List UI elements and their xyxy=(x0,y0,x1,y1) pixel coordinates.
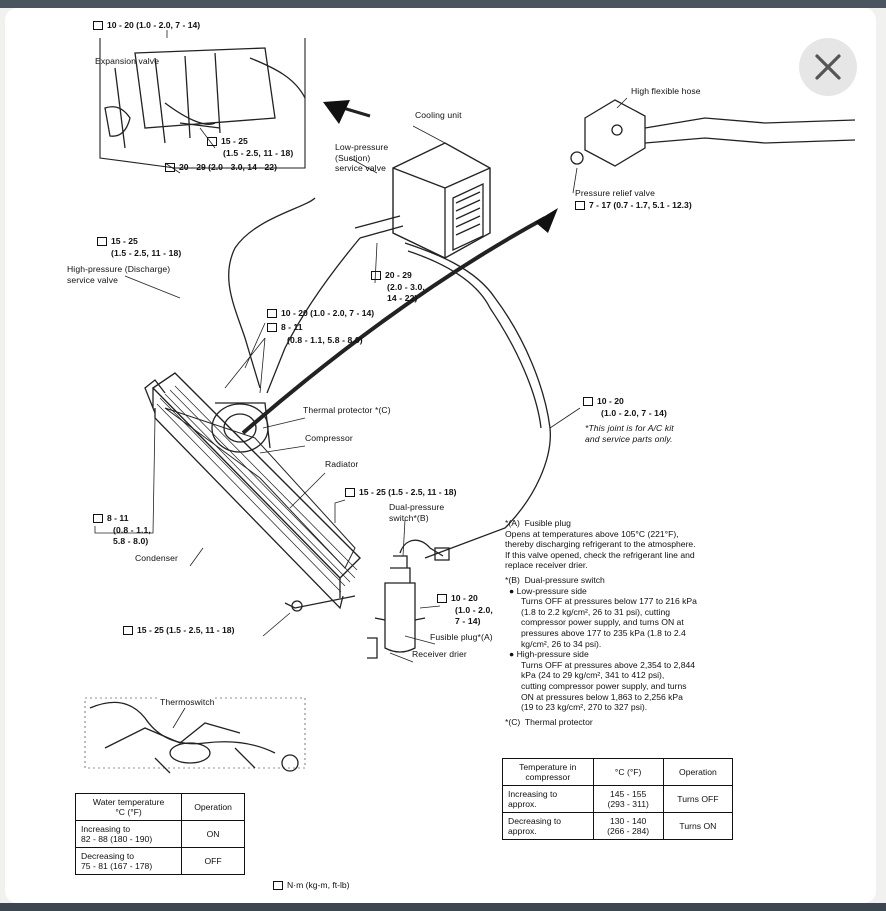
torque-label-20-29: 20 - 29 (2.0 - 3.0, 14 - 22) xyxy=(165,162,277,173)
condenser-label: Condenser xyxy=(135,553,178,563)
receiver-drier-label: Receiver drier xyxy=(412,649,467,659)
notes-block: *(A) Fusible plug Opens at temperatures … xyxy=(505,518,697,727)
high-pressure-valve-label: High-pressure (Discharge) service valve xyxy=(67,264,171,285)
kit-note: *This joint is for A/C kit and service p… xyxy=(585,423,674,444)
note-a-body: Opens at temperatures above 105°C (221°F… xyxy=(505,528,696,571)
diagram-page: 10 - 20 (1.0 - 2.0, 7 - 14) Expansion va… xyxy=(5,8,876,903)
dual-pressure-switch-label: Dual-pressure switch*(B) xyxy=(389,502,445,523)
table-row: Decreasing to approx. 130 - 140 (266 - 2… xyxy=(502,812,734,840)
torque-label-10-20-c: 10 - 20 xyxy=(437,593,478,604)
torque-label-8-11-b: 8 - 11 xyxy=(93,513,129,524)
torque-label-10-20-a: 10 - 20 (1.0 - 2.0, 7 - 14) xyxy=(267,308,374,319)
table-row: Increasing to approx. 145 - 155 (293 - 3… xyxy=(502,785,734,813)
thermoswitch-table: Water temperature °C (°F) Operation Incr… xyxy=(74,793,245,875)
table-cell: Decreasing to 75 - 81 (167 - 178) xyxy=(74,847,183,875)
note-b-title: *(B) Dual-pressure switch xyxy=(505,574,605,585)
note-c-title: *(C) Thermal protector xyxy=(505,716,593,727)
close-button[interactable] xyxy=(799,38,857,96)
water-table-header: Operation xyxy=(181,793,245,821)
torque-label-10-20-b: 10 - 20 xyxy=(583,396,624,407)
cooling-unit-label: Cooling unit xyxy=(415,110,462,120)
fusible-plug-label: Fusible plug*(A) xyxy=(430,632,493,642)
note-b-high-title: High-pressure side xyxy=(516,649,589,660)
water-table-header: Water temperature °C (°F) xyxy=(74,793,183,821)
table-row: Increasing to 82 - 88 (180 - 190) ON xyxy=(74,820,245,848)
expansion-valve-label: Expansion valve xyxy=(95,56,160,66)
table-cell: 130 - 140 (266 - 284) xyxy=(592,812,664,840)
torque-label-10-20-c-detail: (1.0 - 2.0, 7 - 14) xyxy=(455,605,493,626)
note-a-title: *(A) Fusible plug xyxy=(505,518,571,528)
torque-label-expansion: 10 - 20 (1.0 - 2.0, 7 - 14) xyxy=(93,20,200,31)
torque-label-relief: 7 - 17 (0.7 - 1.7, 5.1 - 12.3) xyxy=(575,200,692,211)
torque-label-20-29-b-detail: (2.0 - 3.0, 14 - 22) xyxy=(387,282,425,303)
table-cell: Turns OFF xyxy=(662,785,734,813)
thermal-table-header: °C (°F) xyxy=(592,758,664,786)
torque-label-lowp: 15 - 25 xyxy=(207,136,248,147)
close-icon xyxy=(815,54,841,80)
table-cell: Increasing to approx. xyxy=(502,785,594,813)
table-row: Decreasing to 75 - 81 (167 - 178) OFF xyxy=(74,847,245,875)
torque-label-8-11-a: 8 - 11 xyxy=(267,322,303,333)
note-b-high: ● High-pressure side xyxy=(509,649,589,660)
torque-label-15-25-d: 15 - 25 (1.5 - 2.5, 11 - 18) xyxy=(123,625,234,636)
torque-label-8-11-b-detail: (0.8 - 1.1, 5.8 - 8.0) xyxy=(113,525,151,546)
table-cell: ON xyxy=(181,820,245,848)
table-cell: Decreasing to approx. xyxy=(502,812,594,840)
thermoswitch-label: Thermoswitch xyxy=(160,697,215,708)
radiator-label: Radiator xyxy=(325,459,359,469)
torque-label-highp: 15 - 25 xyxy=(97,236,138,247)
pressure-relief-valve-label: Pressure relief valve xyxy=(575,188,655,198)
thermal-table-header: Temperature in compressor xyxy=(502,758,594,786)
thermal-protector-label: Thermal protector *(C) xyxy=(303,405,391,415)
torque-label-8-11-a-detail: (0.8 - 1.1, 5.8 - 8.0) xyxy=(287,335,363,345)
note-b-low-title: Low-pressure side xyxy=(516,585,587,596)
low-pressure-valve-label: Low-pressure (Suction) service valve xyxy=(335,142,389,173)
thermal-table-header: Operation xyxy=(662,758,734,786)
table-cell: OFF xyxy=(181,847,245,875)
note-b-high-body: Turns OFF at pressures above 2,354 to 2,… xyxy=(521,659,696,713)
high-flexible-hose-label: High flexible hose xyxy=(631,86,701,96)
compressor-label: Compressor xyxy=(305,433,353,443)
torque-label-highp-detail: (1.5 - 2.5, 11 - 18) xyxy=(111,248,182,258)
table-cell: Increasing to 82 - 88 (180 - 190) xyxy=(74,820,183,848)
torque-legend: N·m (kg-m, ft-lb) xyxy=(273,880,350,891)
note-b-low: ● Low-pressure side xyxy=(509,585,587,596)
torque-label-lowp-detail: (1.5 - 2.5, 11 - 18) xyxy=(223,148,294,158)
ac-system-illustration xyxy=(84,30,856,774)
table-cell: Turns ON xyxy=(662,812,734,840)
bottom-bar xyxy=(0,903,886,911)
torque-label-15-25-c: 15 - 25 (1.5 - 2.5, 11 - 18) xyxy=(345,487,456,498)
table-cell: 145 - 155 (293 - 311) xyxy=(592,785,664,813)
torque-label-10-20-b-detail: (1.0 - 2.0, 7 - 14) xyxy=(601,408,667,418)
thermal-protector-table: Temperature in compressor °C (°F) Operat… xyxy=(502,758,734,840)
torque-label-20-29-b: 20 - 29 xyxy=(371,270,412,281)
note-b-low-body: Turns OFF at pressures below 177 to 216 … xyxy=(521,596,697,649)
